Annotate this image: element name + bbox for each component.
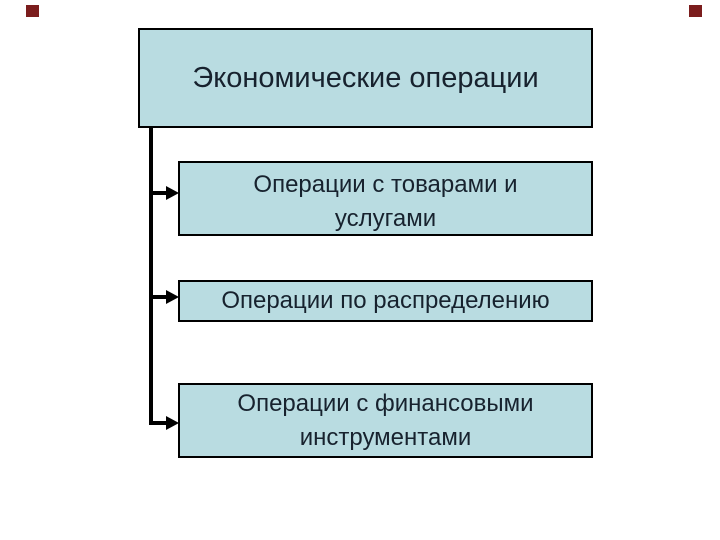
slide-title: Экономические операции [192, 61, 539, 94]
flow-box-financial-instruments-line-2: инструментами [299, 423, 472, 451]
flow-box-distribution: Операции по распределению [178, 280, 593, 322]
corner-marker-right-icon [689, 5, 702, 17]
corner-marker-left-icon [26, 5, 39, 17]
flow-box-goods-services-line-2: услугами [334, 204, 437, 232]
flow-box-financial-instruments-line-1: Операции с финансовыми [237, 389, 534, 417]
title-box: Экономические операции [138, 28, 593, 128]
flow-box-distribution-line-1: Операции по распределению [221, 287, 550, 314]
flow-box-goods-services: Операции с товарами и услугами [178, 161, 593, 236]
flow-box-financial-instruments: Операции с финансовыми инструментами [178, 383, 593, 458]
flow-box-goods-services-line-1: Операции с товарами и [253, 170, 518, 198]
